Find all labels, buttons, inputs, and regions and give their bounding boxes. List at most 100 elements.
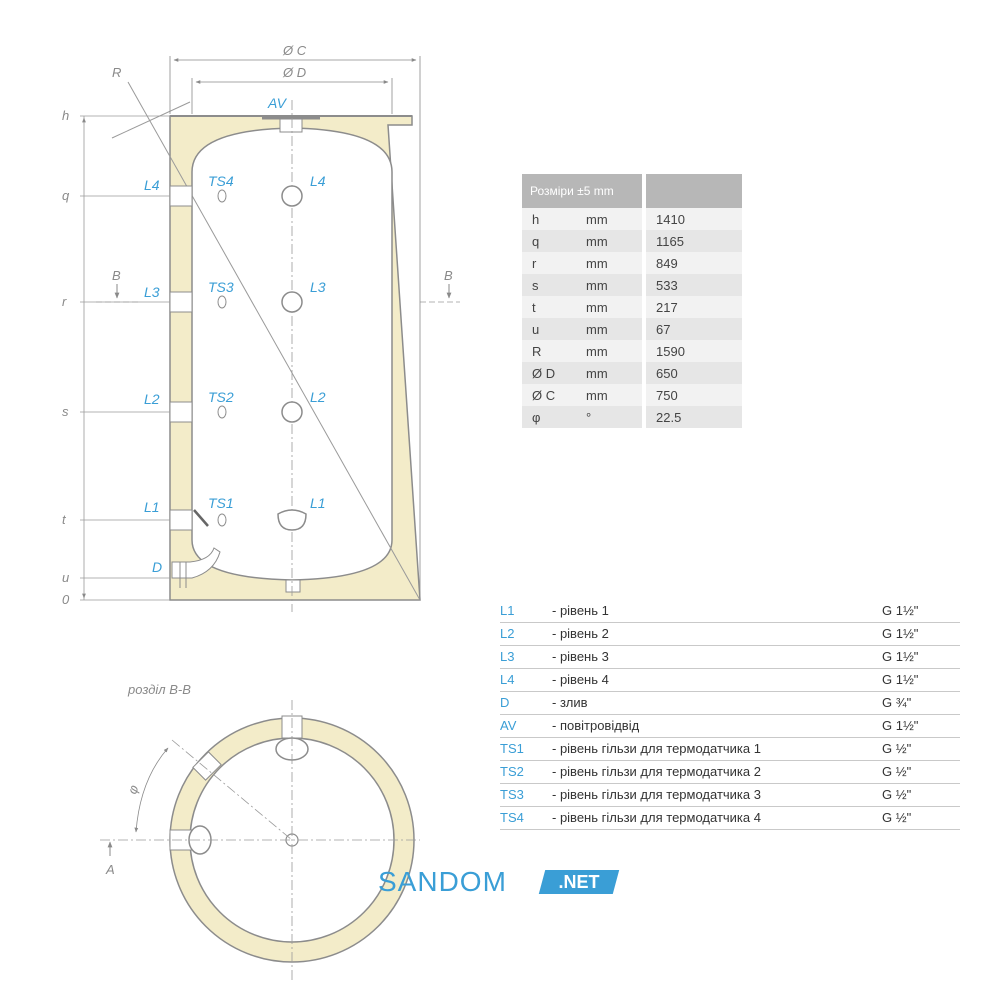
legend-size: G ½"	[882, 810, 912, 825]
brand-name: SANDOM	[378, 866, 507, 897]
row-unit: mm	[576, 384, 644, 406]
level-q: q	[62, 188, 70, 203]
av-fitting	[279, 117, 303, 133]
legend-desc: - злив	[552, 695, 588, 710]
level-t: t	[62, 512, 67, 527]
port-circle-l3	[281, 291, 303, 313]
nozzle-l4	[169, 185, 193, 207]
legend-code: L4	[500, 672, 515, 687]
legend-desc: - рівень гільзи для термодатчика 1	[552, 741, 761, 756]
label-ts1: TS1	[208, 495, 234, 511]
label-dim-c: Ø C	[282, 43, 307, 58]
row-value: 67	[642, 318, 742, 340]
legend-size: G ½"	[882, 741, 912, 756]
label-section-a: A	[105, 862, 115, 877]
label-l3-right: L3	[310, 279, 326, 295]
port-circle-l4	[281, 185, 303, 207]
legend-code: D	[500, 695, 510, 710]
row-key: Ø D	[522, 362, 576, 384]
legend-code: L2	[500, 626, 515, 641]
row-key: q	[522, 230, 576, 252]
legend-size: G ¾"	[882, 695, 912, 710]
legend-code: TS2	[500, 764, 524, 779]
section-title: розділ B-B	[127, 682, 191, 697]
legend-desc: - рівень гільзи для термодатчика 3	[552, 787, 761, 802]
legend-desc: - рівень 1	[552, 603, 609, 618]
legend-size: G 1½"	[882, 672, 919, 687]
brand-tld: .NET	[558, 872, 600, 892]
row-unit: mm	[576, 230, 644, 252]
row-key: φ	[522, 406, 576, 428]
legend-desc: - рівень гільзи для термодатчика 2	[552, 764, 761, 779]
legend-desc: - рівень 2	[552, 626, 609, 641]
label-l1-left: L1	[144, 499, 160, 515]
section-view: розділ B-B φ A	[100, 682, 420, 980]
nozzle-l1	[169, 509, 209, 531]
row-unit: mm	[576, 340, 644, 362]
row-key: t	[522, 296, 576, 318]
label-av: AV	[267, 95, 288, 111]
nozzle-l2	[169, 401, 193, 423]
legend-size: G ½"	[882, 764, 912, 779]
list-item: TS4 - рівень гільзи для термодатчика 4 G ½…	[500, 807, 960, 830]
legend-size: G ½"	[882, 787, 912, 802]
row-value: 750	[642, 384, 742, 406]
brand-watermark: SANDOM .NET	[378, 866, 620, 897]
level-u: u	[62, 570, 69, 585]
row-unit: mm	[576, 252, 644, 274]
row-unit: mm	[576, 274, 644, 296]
section-mark-left: B	[112, 268, 121, 283]
legend-code: L3	[500, 649, 515, 664]
row-key: h	[522, 208, 576, 230]
label-dim-d: Ø D	[282, 65, 306, 80]
legend-desc: - рівень гільзи для термодатчика 4	[552, 810, 761, 825]
list-item: TS2 - рівень гільзи для термодатчика 2 G ½…	[500, 761, 960, 784]
dimensions-table-header: Розміри ±5 mm	[522, 174, 644, 208]
row-value: 1165	[642, 230, 742, 252]
connections-legend: L1 - рівень 1 G 1½" L2 - рівень 2 G 1½" L3 - …	[500, 600, 960, 830]
sensor-ts2	[217, 405, 227, 419]
row-key: R	[522, 340, 576, 362]
level-0: 0	[62, 592, 70, 607]
list-item: L4 - рівень 4 G 1½"	[500, 669, 960, 692]
row-unit: mm	[576, 362, 644, 384]
legend-size: G 1½"	[882, 626, 919, 641]
row-unit: mm	[576, 318, 644, 340]
row-value: 533	[642, 274, 742, 296]
port-circle-l1	[277, 509, 307, 531]
label-dim-r: R	[112, 65, 121, 80]
legend-code: L1	[500, 603, 515, 618]
label-l4-right: L4	[310, 173, 326, 189]
row-key: u	[522, 318, 576, 340]
row-unit: °	[576, 406, 644, 428]
dimensions-table-header-blank	[642, 174, 742, 208]
row-value: 217	[642, 296, 742, 318]
list-item: D - злив G ¾"	[500, 692, 960, 715]
sensor-ts3	[217, 295, 227, 309]
row-value: 849	[642, 252, 742, 274]
level-s: s	[62, 404, 69, 419]
legend-code: TS4	[500, 810, 524, 825]
legend-desc: - повітровідвід	[552, 718, 640, 733]
brand-tld-badge: .NET	[538, 870, 620, 894]
legend-size: G 1½"	[882, 649, 919, 664]
port-circle-l2	[281, 401, 303, 423]
front-view: Ø C Ø D R AV h q r s t u 0 B B L4 TS4 L4…	[62, 43, 460, 612]
label-l2-right: L2	[310, 389, 326, 405]
legend-desc: - рівень 4	[552, 672, 609, 687]
legend-code: AV	[500, 718, 517, 733]
sensor-ts4	[217, 189, 227, 203]
row-value: 650	[642, 362, 742, 384]
label-ts3: TS3	[208, 279, 234, 295]
row-value: 22.5	[642, 406, 742, 428]
label-angle: φ	[124, 782, 141, 796]
row-key: r	[522, 252, 576, 274]
